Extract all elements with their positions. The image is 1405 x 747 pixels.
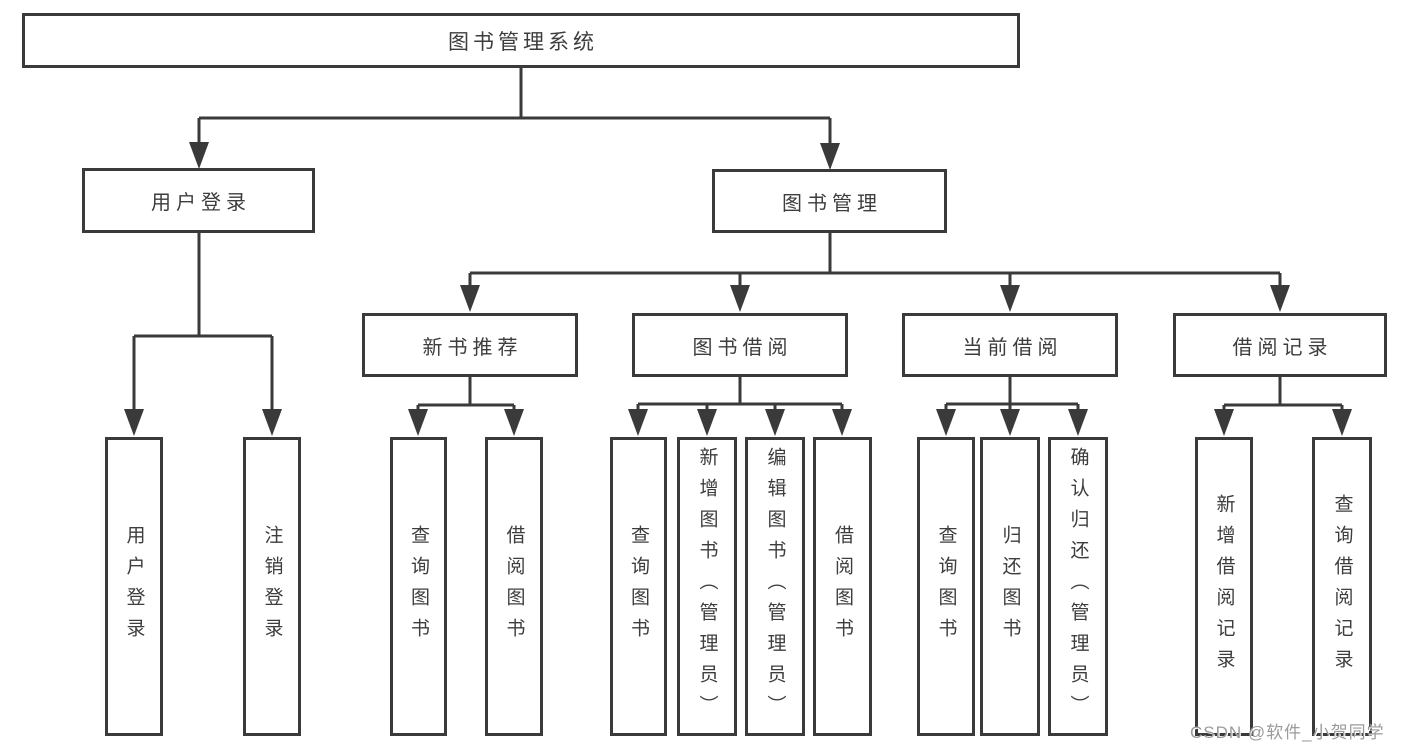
connector-user-login-to-leaves [132, 233, 274, 414]
watermark: CSDN @软件_小贺同学 [1190, 723, 1385, 742]
node-borrowing-records: 借阅记录 [1173, 313, 1387, 377]
connector-root-to-level2 [197, 68, 832, 147]
arrow-down-icon [730, 285, 750, 312]
node-label: 查询借阅记录 [1331, 493, 1353, 680]
arrow-down-icon [189, 142, 209, 169]
leaf-cb-confirm-return-admin: 确认归还（管理员） [1048, 437, 1108, 736]
leaf-logout: 注销登录 [243, 437, 301, 736]
leaf-cb-query-books: 查询图书 [917, 437, 975, 736]
leaf-br-add-record: 新增借阅记录 [1195, 437, 1253, 736]
leaf-bb-add-books-admin: 新增图书（管理员） [677, 437, 737, 736]
arrow-down-icon [1000, 285, 1020, 312]
node-label: 确认归还（管理员） [1067, 447, 1089, 726]
node-label: 归还图书 [999, 524, 1021, 649]
arrow-down-icon [1214, 409, 1234, 436]
node-label: 新增图书（管理员） [696, 447, 718, 726]
connector-new-book-to-leaves [416, 377, 516, 414]
arrow-down-icon [697, 409, 717, 436]
arrow-down-icon [628, 409, 648, 436]
arrow-down-icon [832, 409, 852, 436]
node-root: 图书管理系统 [22, 13, 1020, 68]
leaf-cb-return-books: 归还图书 [980, 437, 1040, 736]
node-label: 编辑图书（管理员） [764, 447, 786, 726]
arrow-down-icon [124, 409, 144, 436]
leaf-bb-edit-books-admin: 编辑图书（管理员） [745, 437, 805, 736]
leaf-br-query-record: 查询借阅记录 [1312, 437, 1372, 736]
arrow-down-icon [936, 409, 956, 436]
arrow-down-icon [408, 409, 428, 436]
arrow-down-icon [765, 409, 785, 436]
arrow-down-icon [460, 285, 480, 312]
node-label: 查询图书 [408, 524, 429, 649]
node-book-management: 图书管理 [712, 169, 947, 233]
node-new-book-recommend: 新书推荐 [362, 313, 578, 377]
arrow-down-icon [262, 409, 282, 436]
leaf-bb-borrow-books: 借阅图书 [813, 437, 872, 736]
node-label: 注销登录 [261, 524, 283, 649]
node-label: 借阅图书 [503, 524, 525, 649]
node-label: 查询图书 [935, 524, 957, 649]
leaf-bb-query-books: 查询图书 [610, 437, 667, 736]
arrow-down-icon [1000, 409, 1020, 436]
arrow-down-icon [1270, 285, 1290, 312]
node-book-borrowing: 图书借阅 [632, 313, 848, 377]
connector-book-borrow-to-leaves [636, 377, 844, 414]
node-current-borrowing: 当前借阅 [902, 313, 1118, 377]
connector-book-mgmt-to-level3 [468, 233, 1282, 290]
arrowheads [124, 142, 1352, 436]
arrow-down-icon [504, 409, 524, 436]
leaf-nbr-borrow-books: 借阅图书 [485, 437, 543, 736]
connector-paths [132, 68, 1344, 414]
leaf-user-login: 用户登录 [105, 437, 163, 736]
arrow-down-icon [820, 143, 840, 170]
connector-records-to-leaves [1222, 377, 1344, 414]
connector-current-borrow-to-leaves [944, 377, 1080, 414]
node-label: 借阅图书 [832, 524, 853, 649]
leaf-nbr-query-books: 查询图书 [390, 437, 447, 736]
node-label: 新增借阅记录 [1213, 493, 1235, 680]
node-label: 查询图书 [628, 524, 649, 649]
node-user-login: 用户登录 [82, 168, 315, 233]
node-label: 用户登录 [123, 524, 145, 649]
arrow-down-icon [1068, 409, 1088, 436]
arrow-down-icon [1332, 409, 1352, 436]
